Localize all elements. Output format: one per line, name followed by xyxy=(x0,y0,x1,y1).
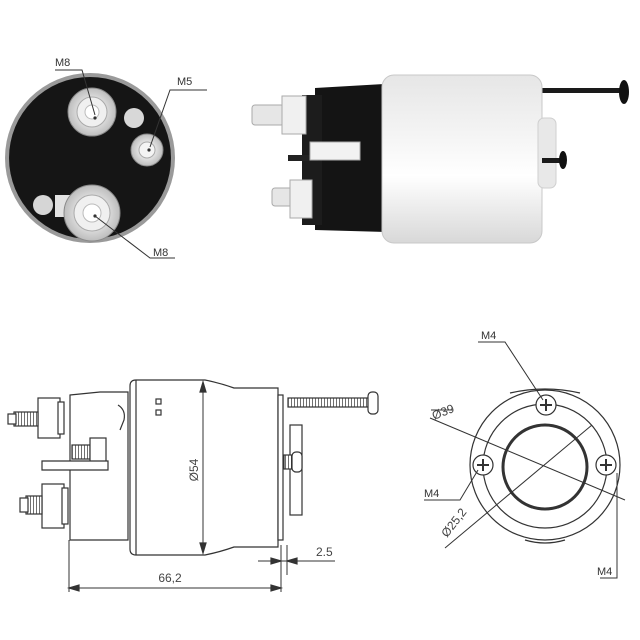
label-m4-left: M4 xyxy=(424,488,439,500)
drawing-end-view xyxy=(424,341,626,579)
label-m8-top: M8 xyxy=(55,57,70,69)
photo-side-view xyxy=(251,74,629,244)
terminal-m5-icon xyxy=(130,133,164,167)
label-m4-top: M4 xyxy=(481,330,496,342)
photo-end-view xyxy=(5,69,207,259)
dimension-bolt-circle: Ø39 xyxy=(430,401,457,423)
terminal-m8-top-icon xyxy=(67,87,117,137)
dimension-length: 66,2 xyxy=(158,571,182,585)
drawing-side-view xyxy=(7,379,379,592)
dimension-offset: 2.5 xyxy=(316,545,333,559)
dimension-bore: Ø25,2 xyxy=(438,505,469,540)
screw-left-icon xyxy=(472,454,494,476)
label-m5: M5 xyxy=(177,76,192,88)
terminal-m8-bottom-icon xyxy=(33,184,121,242)
screw-top-icon xyxy=(535,394,557,416)
label-m8-bottom: M8 xyxy=(153,247,168,259)
dimension-diameter: Ø54 xyxy=(187,458,201,481)
label-m4-right: M4 xyxy=(597,566,612,578)
screw-right-icon xyxy=(595,454,617,476)
